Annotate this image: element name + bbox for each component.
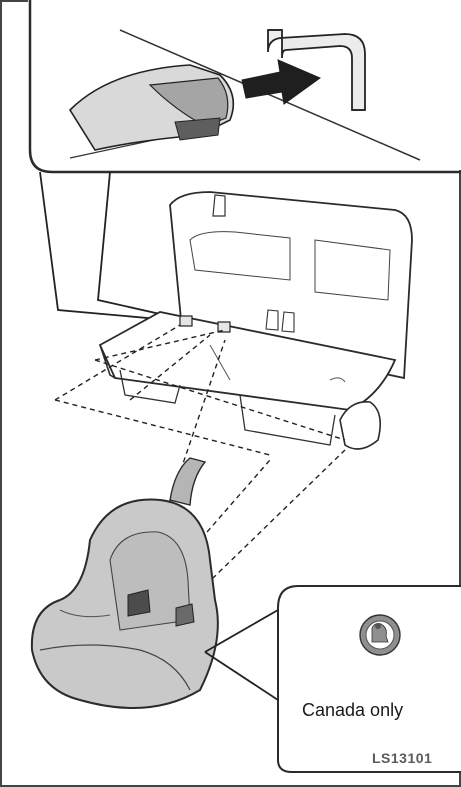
figure-code: LS13101 (372, 750, 432, 766)
tether-strap (170, 458, 205, 505)
rear-seat-illustration (100, 192, 412, 449)
canada-callout (205, 586, 461, 772)
child-restraint-seat (32, 458, 218, 708)
lower-anchor-left (180, 316, 192, 326)
latch-right (176, 604, 194, 626)
child-seat-anchor-icon (360, 615, 400, 655)
callout-box (278, 586, 461, 772)
callout-caption: Canada only (302, 700, 461, 721)
anchor-detail-inset (20, 0, 461, 172)
latch-left (128, 590, 150, 616)
inset-leader-lines (40, 172, 178, 320)
